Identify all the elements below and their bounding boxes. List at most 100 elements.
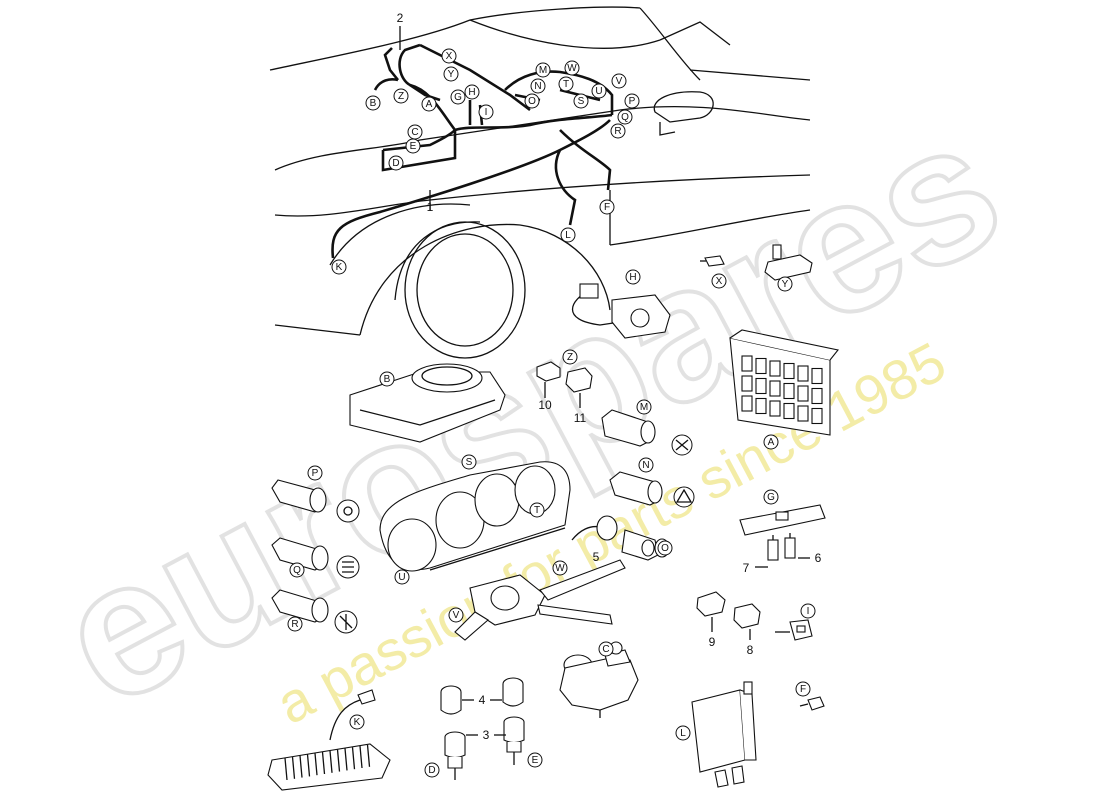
lamp-rib xyxy=(336,749,341,772)
fuse-slot xyxy=(783,362,795,380)
part-callout-circle-r xyxy=(287,616,303,632)
callout-label-r: R xyxy=(614,126,621,137)
part-callout-label-x: X xyxy=(716,276,723,287)
part-callout-circle-q xyxy=(289,562,305,578)
callout-label-p: P xyxy=(629,96,636,107)
control-module xyxy=(691,681,757,788)
callout-circle-x xyxy=(441,48,457,64)
callout-label-d: D xyxy=(392,158,399,169)
callout-circle-i xyxy=(478,104,494,120)
callout-circle-m xyxy=(535,62,551,78)
mounting-bracket xyxy=(764,244,813,281)
callout-label-f: F xyxy=(604,202,610,213)
part-callout-label-r: R xyxy=(291,619,298,630)
fuse-slot xyxy=(811,367,823,385)
callout-label-u: U xyxy=(595,86,602,97)
rear-fog-icon xyxy=(671,434,693,456)
fuse-slot xyxy=(769,380,781,397)
license-lamp xyxy=(267,689,391,791)
instrument-cluster xyxy=(379,461,571,572)
part-callout-circle-v xyxy=(448,607,464,623)
switch-r xyxy=(271,589,329,623)
callout-circle-b xyxy=(365,95,381,111)
fuse-slot xyxy=(783,382,795,400)
part-callout-circle-b xyxy=(379,371,395,387)
part-callout-label-b: B xyxy=(384,374,391,385)
part-callout-circle-h xyxy=(625,269,641,285)
callout-label-x: X xyxy=(446,51,453,62)
part-callout-circle-f xyxy=(795,681,811,697)
part-callout-label-g: G xyxy=(767,492,775,503)
pressure-switches xyxy=(444,716,525,780)
callout-label-y: Y xyxy=(448,69,455,80)
lamp-rib xyxy=(284,757,288,781)
washer-reservoir xyxy=(559,641,639,718)
switch-caps xyxy=(440,677,524,715)
callout-circle-q xyxy=(617,109,633,125)
part-callout-label-k: K xyxy=(354,717,361,728)
callout-circle-a xyxy=(421,96,437,112)
part-callout-label-q: Q xyxy=(293,565,301,576)
fuse-slot xyxy=(811,407,823,425)
part-callout-circle-y xyxy=(777,276,793,292)
car-body-outline xyxy=(269,6,811,359)
part-callout-circle-o xyxy=(657,540,673,556)
callout-circle-r xyxy=(610,123,626,139)
part-callout-circle-p xyxy=(307,465,323,481)
part-number-10: 10 xyxy=(538,398,552,412)
part-callout-label-s: S xyxy=(466,457,473,468)
callout-label-q: Q xyxy=(621,112,629,123)
part-number-6: 6 xyxy=(815,551,822,565)
callout-circle-y xyxy=(443,66,459,82)
connector-o xyxy=(641,539,655,557)
part-number-7: 7 xyxy=(743,561,750,575)
part-callout-circle-k xyxy=(349,714,365,730)
part-callout-circle-s xyxy=(461,454,477,470)
part-callout-circle-x xyxy=(711,273,727,289)
callout-label-w: W xyxy=(567,63,577,74)
callout-circle-u xyxy=(591,83,607,99)
lamp-rib xyxy=(329,750,333,773)
part-callout-label-a: A xyxy=(768,437,775,448)
lamp-rib xyxy=(291,756,296,779)
part-callout-label-d: D xyxy=(428,765,435,776)
callout-circle-k xyxy=(331,259,347,275)
callout-circle-g xyxy=(450,89,466,105)
callout-label-o: O xyxy=(528,96,536,107)
callout-circle-l xyxy=(560,227,576,243)
relay-9 xyxy=(696,591,726,632)
part-number-1: 1 xyxy=(427,200,434,214)
lamp-rib xyxy=(299,755,303,778)
wiring-harness xyxy=(331,43,614,259)
relay-11 xyxy=(565,367,593,408)
callout-label-t: T xyxy=(563,79,569,90)
callout-label-v: V xyxy=(616,76,623,87)
lamp-icon xyxy=(334,610,358,634)
fuse-slot xyxy=(769,400,781,417)
callout-label-a: A xyxy=(426,99,433,110)
fuse-slot xyxy=(811,387,823,405)
fuse-slot xyxy=(797,385,809,402)
fuse-slot xyxy=(755,377,767,395)
control-panel xyxy=(739,504,826,568)
part-callout-circle-c xyxy=(598,641,614,657)
part-callout-label-u: U xyxy=(398,572,405,583)
part-number-5: 5 xyxy=(593,550,600,564)
part-callout-label-n: N xyxy=(642,460,649,471)
part-number-4: 4 xyxy=(479,693,486,707)
part-callout-circle-m xyxy=(636,399,652,415)
sensor-f xyxy=(799,696,825,711)
lamp-rib xyxy=(359,745,363,769)
part-callout-label-m: M xyxy=(640,402,648,413)
fuse-slot xyxy=(769,360,781,377)
part-callout-circle-u xyxy=(394,569,410,585)
lamp-rib xyxy=(351,747,356,770)
part-callout-label-i: I xyxy=(807,606,810,617)
wiper-motor xyxy=(571,283,671,339)
part-callout-label-p: P xyxy=(312,468,319,479)
part-callout-circle-e xyxy=(527,752,543,768)
callout-label-n: N xyxy=(534,81,541,92)
